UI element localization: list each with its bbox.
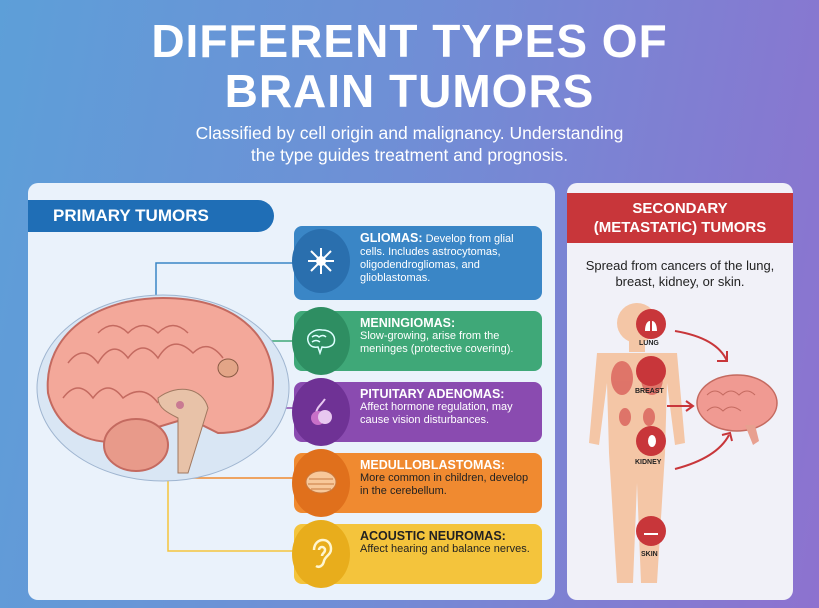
secondary-tumors-panel: SECONDARY (METASTATIC) TUMORS Spread fro… [567,183,793,600]
tumor-name: PITUITARY ADENOMAS: [360,387,505,401]
tumor-card-meningiomas: MENINGIOMAS: Slow-growing, arise from th… [292,307,542,375]
tumor-name: MENINGIOMAS: [360,316,456,330]
subtitle-line-2: the type guides treatment and prognosis. [250,145,569,165]
ear-icon [292,520,350,588]
page-title: DIFFERENT TYPES OF BRAIN TUMORS [0,18,819,114]
pituitary-icon [292,378,350,446]
tumor-card-gliomas: GLIOMAS: Develop from glial cells. Inclu… [292,226,542,300]
secondary-tumors-heading: SECONDARY (METASTATIC) TUMORS [567,193,793,243]
lung-icon [636,309,666,339]
cerebellum-icon [292,449,350,517]
tumor-name: ACOUSTIC NEUROMAS: [360,529,506,543]
primary-tumors-panel: PRIMARY TUMORS GLIOMAS: Develop from gli… [28,183,555,600]
subtitle-line-1: Classified by cell origin and malignancy… [195,123,624,143]
title-line-1: DIFFERENT TYPES OF [151,15,668,67]
secondary-heading-line-2: (METASTATIC) TUMORS [593,219,767,236]
secondary-description: Spread from cancers of the lung, breast,… [585,258,775,289]
subtitle: Classified by cell origin and malignancy… [0,122,819,166]
organ-label-breast: BREAST [635,388,664,395]
organ-label-skin: SKIN [641,551,658,558]
tumor-description: Slow-growing, arise from the meninges (p… [360,330,514,355]
tumor-card-acoustic-neuromas: ACOUSTIC NEUROMAS: Affect hearing and ba… [292,520,542,588]
primary-tumors-heading: PRIMARY TUMORS [28,200,274,232]
organ-label-lung: LUNG [639,340,659,347]
breast-icon [636,356,666,386]
tumor-card-pituitary-adenomas: PITUITARY ADENOMAS: Affect hormone regul… [292,378,542,446]
tumor-card-medulloblastomas: MEDULLOBLASTOMAS: More common in childre… [292,449,542,517]
brain-outline-icon [292,307,350,375]
tumor-description: Develop from glial cells. Includes astro… [360,233,514,284]
brain-illustration [36,262,294,552]
organ-label-kidney: KIDNEY [635,459,662,466]
skin-icon [636,516,666,546]
tumor-description: Affect hormone regulation, may cause vis… [360,401,513,426]
tumor-description: More common in children, develop in the … [360,472,529,497]
secondary-heading-line-1: SECONDARY [632,200,728,217]
body-metastasis-illustration [589,303,778,583]
neuron-icon [292,229,350,293]
tumor-name: MEDULLOBLASTOMAS: [360,458,505,472]
tumor-name: GLIOMAS: [360,231,423,245]
title-line-2: BRAIN TUMORS [224,65,595,117]
tumor-description: Affect hearing and balance nerves. [360,543,530,555]
